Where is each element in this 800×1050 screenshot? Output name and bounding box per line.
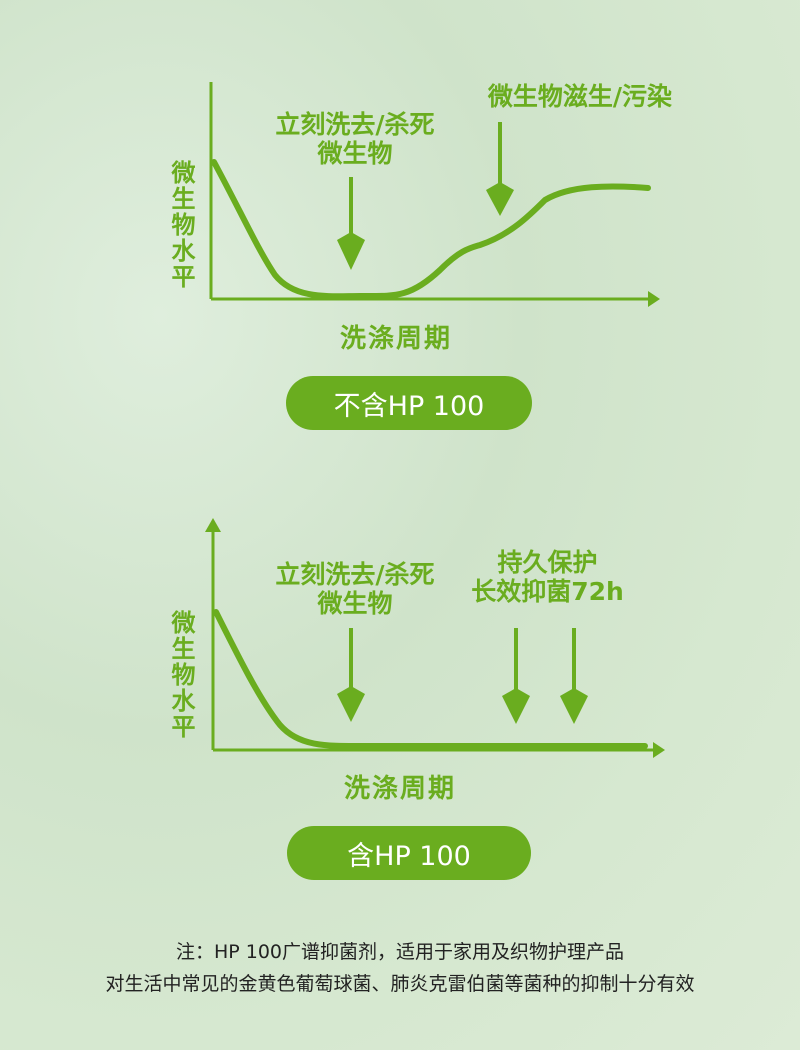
annotation-line: 微生物 xyxy=(317,589,393,618)
annotation-line: 立刻洗去/杀死 xyxy=(275,560,435,589)
chart2-annotation-right: 持久保护 长效抑菌72h xyxy=(440,548,655,606)
chart2-arrow-3-head-icon xyxy=(560,688,588,724)
annotation-line: 微生物滋生/污染 xyxy=(487,82,673,111)
chart2-x-arrowhead-icon xyxy=(653,742,665,758)
annotation-line: 长效抑菌72h xyxy=(471,577,624,606)
annotation-line: 立刻洗去/杀死 xyxy=(275,110,435,139)
chart1-x-arrowhead-icon xyxy=(648,291,660,307)
chart1-badge: 不含HP 100 xyxy=(286,376,532,430)
chart2-curve xyxy=(213,609,648,750)
footnote: 注：HP 100广谱抑菌剂，适用于家用及织物护理产品 对生活中常见的金黄色葡萄球… xyxy=(0,936,800,1000)
footnote-line-1: 注：HP 100广谱抑菌剂，适用于家用及织物护理产品 xyxy=(175,941,625,963)
chart1-annotation-right: 微生物滋生/污染 xyxy=(440,82,720,111)
footnote-line-2: 对生活中常见的金黄色葡萄球菌、肺炎克雷伯菌等菌种的抑制十分有效 xyxy=(105,973,695,995)
chart2-x-axis-label: 洗涤周期 xyxy=(344,774,457,804)
chart2-y-axis-label: 微生物水平 xyxy=(167,610,196,740)
chart1-arrow-left-head-icon xyxy=(337,232,365,270)
chart1-arrow-right-head-icon xyxy=(486,182,514,216)
chart1-x-axis-label: 洗涤周期 xyxy=(340,324,453,354)
chart1-curve xyxy=(211,159,651,300)
chart1-y-axis-label: 微生物水平 xyxy=(167,160,196,290)
annotation-line: 微生物 xyxy=(317,139,393,168)
chart2-arrow-1-head-icon xyxy=(337,686,365,722)
chart2-y-arrowhead-icon xyxy=(205,518,221,532)
chart2-badge: 含HP 100 xyxy=(287,826,531,880)
chart2-annotation-left: 立刻洗去/杀死 微生物 xyxy=(240,560,470,618)
annotation-line: 持久保护 xyxy=(497,548,598,577)
chart1-annotation-left: 立刻洗去/杀死 微生物 xyxy=(240,110,470,168)
chart2-arrow-2-head-icon xyxy=(502,688,530,724)
